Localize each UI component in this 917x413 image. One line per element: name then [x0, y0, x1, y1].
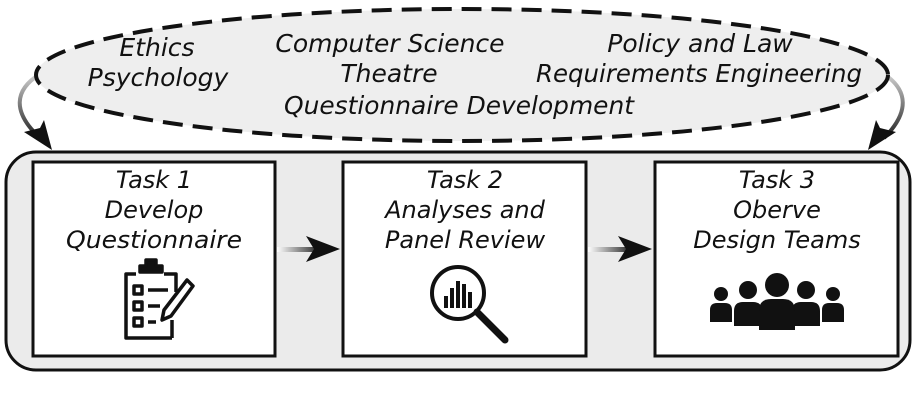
discipline-ethics: Ethics: [119, 33, 194, 62]
task-1-line-3: Questionnaire: [66, 226, 242, 254]
task-1-box: Task 1 Develop Questionnaire: [31, 160, 277, 358]
arrow-task2-to-task3: [588, 236, 652, 262]
task-1-title: Task 1: [116, 166, 192, 194]
task-2-line-3: Panel Review: [385, 226, 546, 254]
task-1-line-2: Develop: [105, 196, 204, 224]
task-3-box: Task 3 Oberve Design Teams: [653, 160, 900, 358]
task-3-title: Task 3: [739, 166, 815, 194]
task-3-line-3: Design Teams: [693, 226, 861, 254]
task-3-line-2: Oberve: [733, 196, 821, 224]
discipline-computer-science: Computer Science: [275, 29, 504, 58]
discipline-psychology: Psychology: [88, 63, 230, 92]
task-2-line-2: Analyses and: [383, 196, 546, 224]
task-2-box: Task 2 Analyses and Panel Review: [341, 160, 588, 358]
disciplines-ellipse: [34, 7, 890, 143]
magnifier-bar-chart-icon: [430, 265, 509, 344]
discipline-theatre: Theatre: [340, 59, 437, 88]
left-feed-arrow: [17, 72, 52, 150]
task-2-title: Task 2: [427, 166, 503, 194]
team-people-icon: [710, 273, 844, 330]
arrow-task1-to-task2: [277, 236, 340, 262]
discipline-requirements-engineering: Requirements Engineering: [536, 59, 862, 88]
discipline-questionnaire-development: Questionnaire Development: [284, 91, 635, 120]
discipline-policy-law: Policy and Law: [607, 29, 793, 58]
right-feed-arrow: [868, 72, 905, 150]
clipboard-checklist-icon: [124, 258, 195, 340]
